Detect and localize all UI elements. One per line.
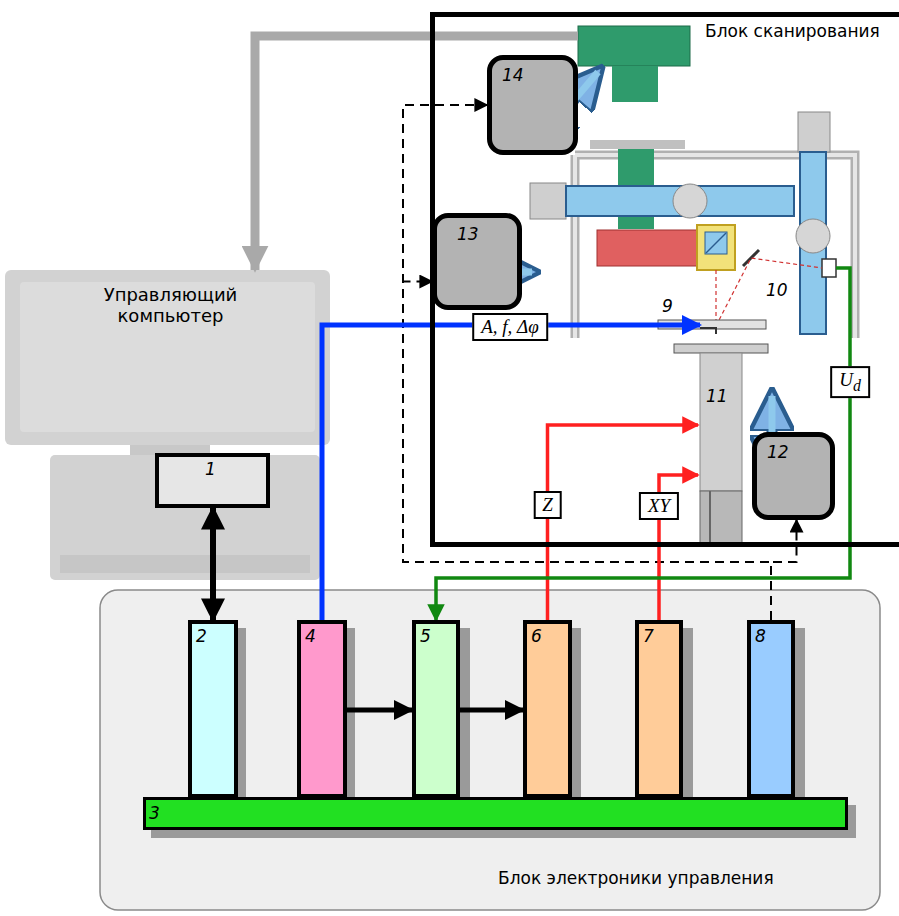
illustration-shape [674,344,768,353]
electronics-board: 7 [635,620,683,798]
electronics-board: 2 [188,620,238,798]
illustration-shape [700,328,716,334]
callout-number: 9 [662,296,673,316]
illustration-shape [706,233,726,253]
signal-connector [548,425,699,620]
electronics-board: 5 [412,620,460,798]
electronics-unit: Блок электроники управления 2 4 5 6 7 8 3 [100,590,880,910]
signal-label: A, f, Δφ [472,313,548,341]
signal-connector [255,36,578,270]
signal-label: XY [639,492,679,520]
callout-number: 13 [457,224,479,244]
callout-number: 8 [755,626,766,646]
scan-block: Блок сканирования 14 13 12 [430,12,899,547]
signal-connector [460,708,523,713]
illustration-shape [530,183,566,219]
signal-label: Z [533,491,562,519]
illustration-shape [709,491,711,543]
signal-label: Ud [830,366,870,398]
signal-connector [322,325,700,620]
callout-number: 14 [502,65,524,85]
block-title: Управляющий компьютер [63,284,278,326]
illustration-shape [822,259,836,277]
illustration-shape [798,112,830,152]
motor-box: 12 [752,432,835,520]
block-title: Блок электроники управления [498,868,774,888]
illustration-shape [796,219,830,253]
illustration-shape [716,258,822,326]
callout-number: 4 [305,626,316,646]
illustration-shape [100,590,880,910]
illustration-shape [700,353,742,491]
illustration-shape [705,232,727,254]
block-title: Блок сканирования [705,21,880,41]
callout-number: 12 [767,442,789,462]
illustration-shape [60,555,310,573]
system-bus: 3 [143,797,848,830]
illustration-shape [673,184,707,218]
signal-connector [403,282,771,621]
signal-connector [436,268,850,620]
signal-connector [347,708,412,713]
interface-card: 1 [155,453,270,508]
illustration-shape [743,250,759,266]
motor-box: 14 [487,55,578,155]
illustration-shape [597,230,697,266]
callout-number: 10 [766,280,788,300]
illustration-shape [697,225,735,270]
callout-number: 6 [531,626,542,646]
callout-number: 2 [196,626,207,646]
illustration-shape [612,66,658,102]
callout-number: 3 [149,803,160,823]
illustration-shape [590,140,685,149]
callout-number: 7 [643,626,654,646]
motor-box: 13 [432,213,522,310]
electronics-board: 6 [523,620,572,798]
electronics-board: 4 [297,620,347,798]
signal-connector [771,520,797,620]
callout-number: 11 [706,386,728,406]
illustration-shape [578,26,690,66]
signal-connector [210,508,216,620]
illustration-shape [5,270,330,445]
illustration-shape [700,491,742,543]
callout-number: 1 [205,459,216,479]
electronics-board: 8 [747,620,795,798]
callout-number: 5 [420,626,431,646]
illustration-shape [20,282,315,432]
control-computer: Управляющий компьютер 1 [5,270,330,580]
